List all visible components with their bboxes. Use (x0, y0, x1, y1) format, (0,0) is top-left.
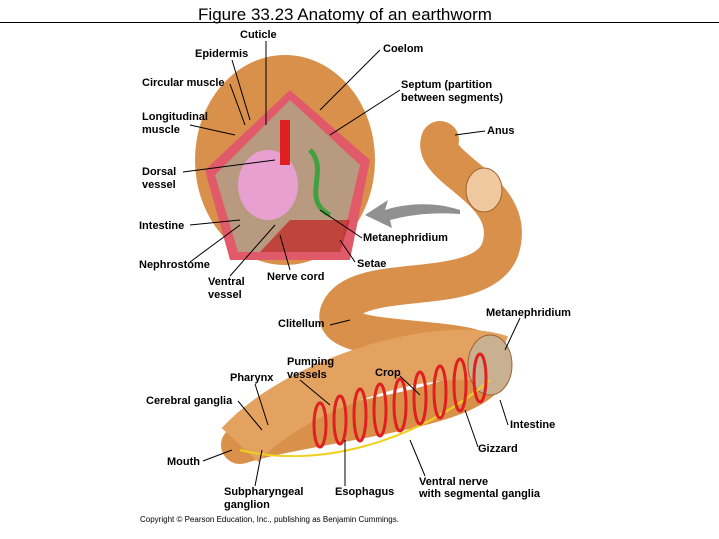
label-intestine-top: Intestine (139, 220, 185, 232)
direction-arrow (365, 200, 460, 228)
label-metanephridium-bottom: Metanephridium (486, 307, 571, 319)
label-circular-muscle: Circular muscle (142, 77, 225, 89)
label-ventral-1: Ventral (208, 276, 245, 288)
label-coelom: Coelom (383, 43, 424, 55)
label-pharynx: Pharynx (230, 372, 274, 384)
title-underline (0, 22, 719, 23)
label-cuticle: Cuticle (240, 29, 277, 41)
label-cerebral-ganglia: Cerebral ganglia (146, 395, 233, 407)
label-longitudinal-2: muscle (142, 124, 180, 136)
ventral-nerve-line (239, 379, 491, 458)
label-septum-2: between segments) (401, 92, 504, 104)
figure-title: Figure 33.23 Anatomy of an earthworm (198, 5, 492, 24)
copyright-notice: Copyright © Pearson Education, Inc., pub… (140, 515, 399, 524)
label-metanephridium-top: Metanephridium (363, 232, 448, 244)
metanephridium-section (308, 148, 332, 218)
label-dorsal-2: vessel (142, 179, 176, 191)
anus-end (465, 167, 503, 213)
label-gizzard: Gizzard (478, 443, 518, 455)
label-intestine-bottom: Intestine (510, 419, 556, 431)
label-ventral-nerve-2: with segmental ganglia (419, 488, 541, 500)
label-mouth: Mouth (167, 456, 200, 468)
label-subpharyngeal-1: Subpharyngeal (224, 486, 304, 498)
intestine-section (238, 150, 298, 220)
label-subpharyngeal-2: ganglion (224, 499, 270, 511)
label-ventral-nerve-1: Ventral nerve (419, 476, 489, 488)
label-setae: Setae (357, 258, 387, 270)
label-ventral-2: vessel (208, 289, 242, 301)
label-pumping-2: vessels (287, 369, 327, 381)
label-dorsal-1: Dorsal (142, 166, 177, 178)
worm-body (221, 121, 522, 464)
label-longitudinal-1: Longitudinal (142, 111, 208, 123)
label-crop: Crop (375, 367, 401, 379)
label-anus: Anus (487, 125, 515, 137)
cut-end (467, 334, 513, 396)
label-septum-1: Septum (partition (401, 79, 493, 91)
pumping-vessel-rings (312, 352, 488, 449)
dorsal-vessel-section (280, 120, 290, 165)
label-pumping-1: Pumping (287, 356, 335, 368)
label-clitellum: Clitellum (278, 318, 325, 330)
label-nerve-cord: Nerve cord (267, 271, 325, 283)
label-esophagus: Esophagus (335, 486, 395, 498)
label-epidermis: Epidermis (195, 48, 249, 60)
label-nephrostome: Nephrostome (139, 259, 210, 271)
